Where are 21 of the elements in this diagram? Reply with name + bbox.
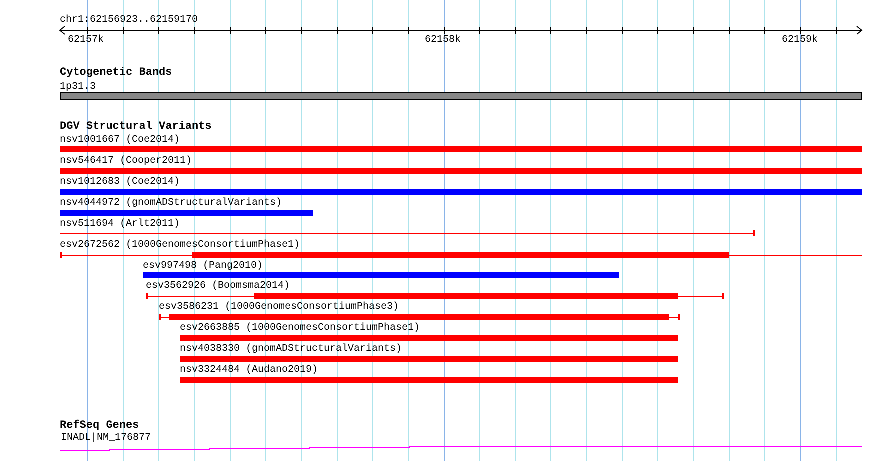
variant-label: esv3586231 (1000GenomesConsortiumPhase3) (159, 302, 400, 313)
variant-label: esv2672562 (1000GenomesConsortiumPhase1) (60, 240, 300, 251)
track-title: RefSeq Genes (60, 421, 140, 432)
variant-label: nsv511694 (Arlt2011) (60, 219, 180, 230)
variant-label: nsv1012683 (Coe2014) (60, 177, 180, 188)
variant-label: nsv1001667 (Coe2014) (60, 135, 180, 146)
variant-label: nsv4044972 (gnomADStructuralVariants) (60, 198, 282, 209)
track-title: Cytogenetic Bands (60, 68, 172, 79)
variant-label: nsv3324484 (Audano2019) (180, 365, 318, 376)
variant-label: esv3562926 (Boomsma2014) (146, 281, 290, 292)
gene-label: INADL|NM_176877 (61, 433, 152, 444)
track-title: DGV Structural Variants (60, 122, 212, 133)
range-label: chr1:62156923..62159170 (60, 15, 198, 26)
variant-label: nsv4038330 (gnomADStructuralVariants) (180, 344, 402, 355)
variant-label: nsv546417 (Cooper2011) (60, 156, 192, 167)
variant-label: esv2663885 (1000GenomesConsortiumPhase1) (180, 323, 420, 334)
tick-label: 62157k (68, 35, 104, 46)
variant-label: esv997498 (Pang2010) (143, 261, 264, 272)
tick-label: 62159k (782, 35, 818, 46)
band-label: 1p31.3 (60, 82, 96, 93)
tick-label: 62158k (425, 35, 462, 46)
